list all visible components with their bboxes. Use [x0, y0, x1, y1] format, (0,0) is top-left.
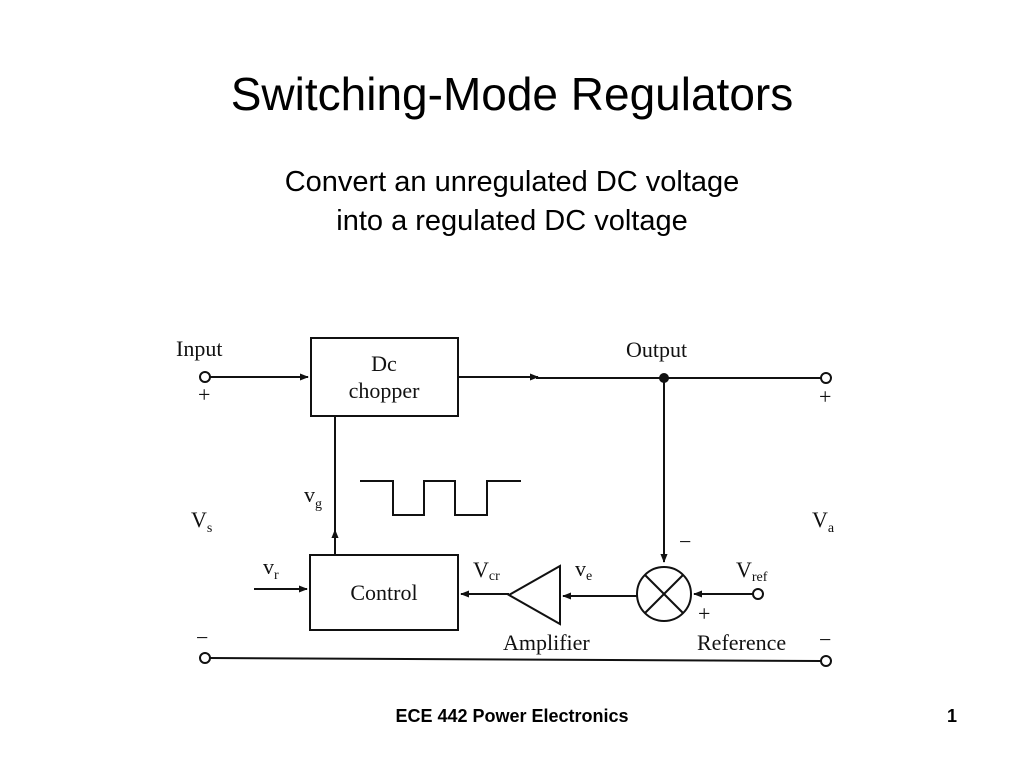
junction-minus-sign: − [679, 529, 691, 554]
input-label: Input [176, 336, 222, 361]
subtitle-line-1: Convert an unregulated DC voltage [284, 166, 740, 198]
control-block [309, 554, 459, 631]
input-terminal-plus [199, 371, 211, 383]
output-plus-sign: + [819, 384, 831, 409]
amplifier-triangle [506, 564, 561, 626]
chopper-label-line1: Dc [371, 351, 397, 376]
input-plus-sign: + [198, 382, 210, 407]
chopper-label-line2: chopper [349, 378, 421, 403]
page-number: 1 [947, 706, 958, 726]
vs-label: Vs [191, 507, 212, 536]
vr-label: vr [263, 554, 279, 583]
junction-plus-sign: + [698, 601, 710, 626]
output-minus-sign: − [819, 627, 831, 652]
output-label: Output [626, 337, 687, 362]
pwm-waveform [360, 480, 521, 516]
summing-junction [636, 566, 692, 622]
amplifier-label: Amplifier [503, 630, 590, 655]
ve-label: ve [575, 556, 592, 584]
input-terminal-minus [199, 652, 211, 664]
control-label: Control [350, 580, 417, 605]
reference-terminal [752, 588, 764, 600]
slide-subtitle: Convert an unregulated DC voltage into a… [0, 163, 1024, 241]
reference-label: Reference [697, 630, 786, 655]
vg-label: vg [304, 482, 322, 512]
output-terminal-minus [820, 655, 832, 667]
vcr-label: Vcr [473, 557, 500, 584]
bottom-rail [208, 657, 822, 662]
vref-label: Vref [736, 557, 768, 585]
subtitle-line-2: into a regulated DC voltage [336, 205, 688, 237]
dc-chopper-block [310, 337, 459, 417]
output-node-dot [659, 373, 669, 383]
slide-title: Switching-Mode Regulators [230, 68, 794, 120]
va-label: Va [812, 507, 835, 536]
input-minus-sign: − [196, 625, 208, 650]
slide-footer: ECE 442 Power Electronics [395, 706, 629, 726]
output-terminal-plus [820, 372, 832, 384]
